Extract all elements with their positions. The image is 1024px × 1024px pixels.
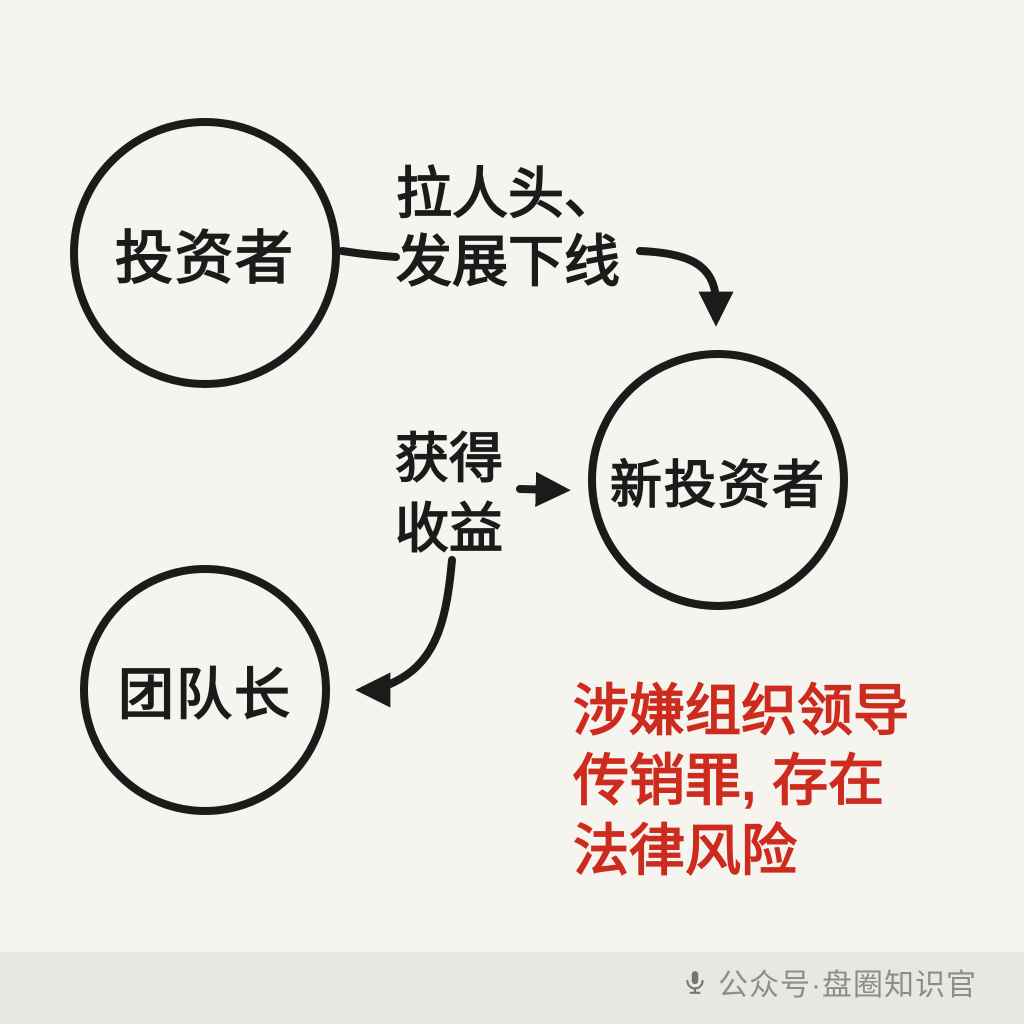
legal-warning-line-3: 法律风险: [573, 819, 797, 882]
node-new-investor-label: 新投资者: [609, 456, 826, 515]
node-team-leader-label: 团队长: [118, 662, 292, 726]
edge-label-profit-line-2: 收益: [395, 499, 503, 560]
node-team-leader: 团队长: [80, 565, 330, 815]
microphone-icon: [682, 969, 708, 995]
edge-label-recruit: 拉人头、 发展下线: [396, 160, 620, 297]
connector-label-to-new-investor: [636, 247, 734, 327]
watermark: 公众号·盘圈知识官: [682, 960, 977, 1004]
connector-profit-to-team-leader: [355, 556, 456, 708]
connector-investor-to-label: [338, 247, 400, 261]
edge-label-recruit-line-2: 发展下线: [396, 230, 620, 294]
watermark-text: 公众号·盘圈知识官: [718, 969, 977, 1002]
edge-label-profit: 获得 收益: [388, 424, 510, 564]
legal-warning-line-2: 传销罪, 存在: [573, 749, 885, 812]
legal-warning-line-1: 涉嫌组织领导: [573, 679, 909, 742]
legal-warning-text: 涉嫌组织领导 传销罪, 存在 法律风险: [573, 676, 909, 886]
connector-profit-to-new-investor: [516, 471, 571, 507]
node-new-investor: 新投资者: [588, 350, 848, 610]
node-investor-label: 投资者: [114, 226, 295, 291]
edge-label-recruit-line-1: 拉人头、: [396, 162, 620, 225]
footer-bar: [0, 952, 1024, 1024]
node-investor: 投资者: [70, 118, 340, 388]
edge-label-profit-line-1: 获得: [395, 429, 503, 489]
